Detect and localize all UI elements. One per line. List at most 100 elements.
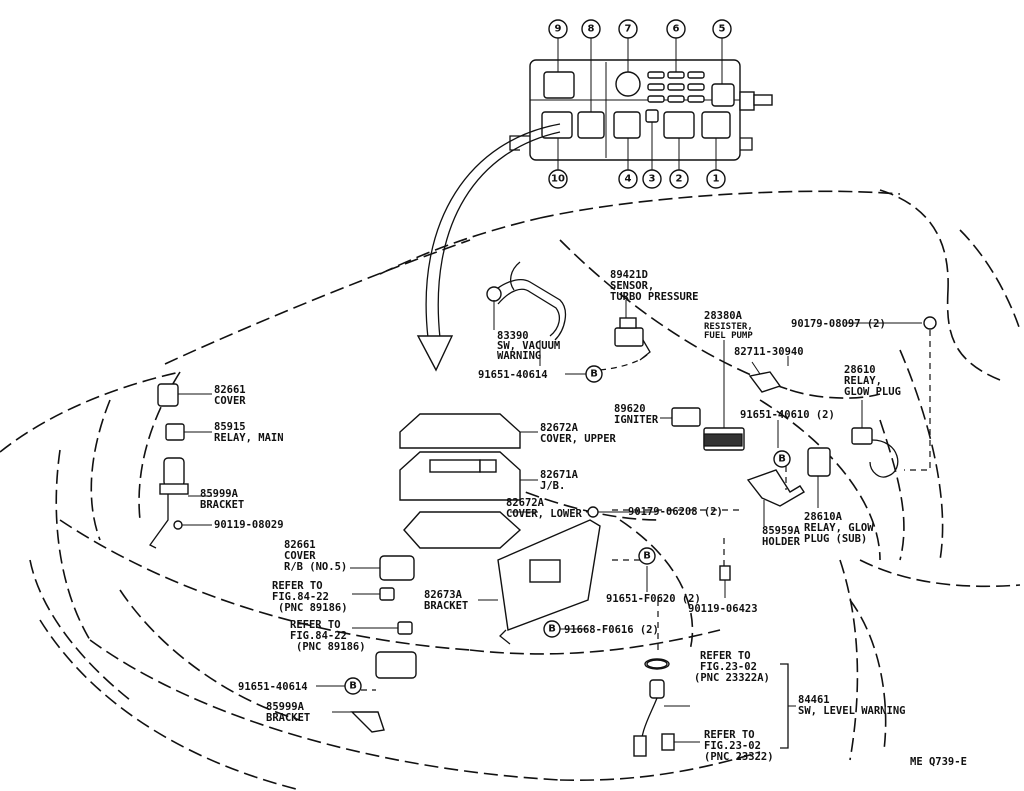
b-marker-5-text: B	[778, 454, 786, 465]
label-refer-c-1: REFER TO	[700, 650, 751, 662]
label-84461-1: 84461	[798, 694, 830, 706]
label-82672a-lower-2: COVER, LOWER	[506, 508, 583, 520]
b-marker-4-text: B	[349, 681, 357, 692]
relay-block-tab-right	[740, 137, 753, 151]
label-90179-06208: 90179-06208 (2)	[628, 506, 723, 518]
label-refer-d-3: (PNC 23322)	[704, 751, 774, 763]
fuse-row-6	[647, 71, 705, 103]
junction-block	[399, 413, 538, 549]
label-91651-40610: 91651-40610 (2)	[740, 409, 835, 421]
relay-main-85915	[165, 423, 212, 441]
callout-9	[548, 19, 568, 39]
label-refer-a-3: (PNC 89186)	[278, 602, 348, 614]
b-marker-1-text: B	[590, 369, 598, 380]
label-91651-f0620: 91651-F0620 (2)	[606, 593, 701, 605]
callout-5-text: 5	[719, 24, 726, 35]
callout-4	[618, 169, 638, 189]
b-marker-3	[543, 620, 561, 638]
label-83390-2: SW, VACUUM	[497, 340, 560, 352]
label-84461-2: SW, LEVEL WARNING	[798, 705, 905, 717]
igniter-89620	[660, 407, 701, 427]
label-refer-a-1: REFER TO	[272, 580, 323, 592]
relay-4	[613, 111, 641, 139]
label-82661-1: 82661	[214, 384, 246, 396]
label-refer-d-1: REFER TO	[704, 729, 755, 741]
leader-lines	[316, 322, 922, 687]
label-89421d-2: SENSOR,	[610, 280, 654, 292]
label-89421d-3: TURBO PRESSURE	[610, 291, 699, 303]
label-refer-d-2: FIG.23-02	[704, 740, 761, 752]
label-91668-f0616: 91668-F0616 (2)	[564, 624, 659, 636]
relay-block-connector	[739, 91, 755, 111]
label-28610-1: 28610	[844, 364, 876, 376]
label-85915-2: RELAY, MAIN	[214, 432, 284, 444]
callout-3	[642, 169, 662, 189]
turbo-pressure-sensor	[614, 300, 651, 361]
label-82672a-2: COVER, UPPER	[540, 433, 617, 445]
rb-cover-stack	[350, 555, 417, 679]
glow-plug-relay-28610	[851, 400, 899, 478]
label-89620-2: IGNITER	[614, 414, 659, 426]
callout-9-text: 9	[555, 24, 562, 35]
relay-5	[711, 83, 735, 107]
bolt-90119-06423	[719, 565, 731, 598]
glow-plug-relay-28610a	[807, 447, 831, 508]
cover-82661	[157, 383, 212, 407]
fuse-3	[645, 109, 659, 123]
callout-8	[581, 19, 601, 39]
label-refer-b-2: FIG.84-22	[290, 630, 347, 642]
relay-8	[577, 111, 605, 139]
label-85999a-bot-2: BRACKET	[266, 712, 310, 724]
b-marker-5	[773, 450, 791, 468]
vacuum-switch-83390	[486, 261, 567, 341]
holder-85959a	[746, 469, 805, 526]
b-marker-4	[344, 677, 362, 695]
callout-1-text: 1	[713, 174, 720, 185]
nut-marker-2	[587, 506, 599, 518]
relay-callouts: 9 8 7 6 5 10 4 3 2 1	[548, 19, 732, 189]
callout-2	[669, 169, 689, 189]
callout-2-text: 2	[676, 174, 683, 185]
label-90119-08029: 90119-08029	[214, 519, 284, 531]
label-refer-a-2: FIG.84-22	[272, 591, 329, 603]
label-82661-rb-3: R/B (NO.5)	[284, 561, 347, 573]
callout-6-text: 6	[673, 24, 680, 35]
label-91651-40614-a: 91651-40614	[478, 369, 548, 381]
label-82661-2: COVER	[214, 395, 246, 407]
bracket-85999a-bottom	[332, 711, 385, 733]
callout-5	[712, 19, 732, 39]
label-82671a-1: 82671A	[540, 469, 579, 481]
label-refer-b-3: (PNC 89186)	[296, 641, 366, 653]
label-82711-30940: 82711-30940	[734, 346, 804, 358]
label-90119-06423: 90119-06423	[688, 603, 758, 615]
label-28610a-1: 28610A	[804, 511, 843, 523]
label-28610-3: GLOW PLUG	[844, 386, 901, 398]
relay-9	[543, 71, 575, 99]
callout-10	[548, 169, 568, 189]
label-85999a-bot-1: 85999A	[266, 701, 305, 713]
label-82672a-lower-1: 82672A	[506, 497, 545, 509]
label-refer-c-3: (PNC 23322A)	[694, 672, 770, 684]
label-refer-c-2: FIG.23-02	[700, 661, 757, 673]
relay-1	[701, 111, 731, 139]
relay-7	[615, 71, 641, 97]
label-28380a-2: RESISTER,	[704, 322, 753, 332]
connector-82711	[748, 361, 782, 393]
label-85999a-top-1: 85999A	[200, 488, 239, 500]
relay-block-connector-tip	[753, 94, 773, 106]
b-markers: B B B B B	[344, 316, 937, 695]
label-refer-b-1: REFER TO	[290, 619, 341, 631]
bracket-85999a-top	[149, 457, 212, 549]
label-28610a-2: RELAY, GLOW	[804, 522, 874, 534]
label-89620-1: 89620	[614, 403, 646, 415]
label-85915-1: 85915	[214, 421, 246, 433]
label-28610-2: RELAY,	[844, 375, 882, 387]
label-83390-1: 83390	[497, 330, 529, 342]
label-89421d-1: 89421D	[610, 269, 648, 281]
label-28380a-1: 28380A	[704, 310, 743, 322]
label-85959a-2: HOLDER	[762, 536, 801, 548]
text-labels: 89421D SENSOR, TURBO PRESSURE 83390 SW, …	[200, 269, 967, 768]
callout-6	[666, 19, 686, 39]
label-28380a-3: FUEL PUMP	[704, 331, 753, 341]
